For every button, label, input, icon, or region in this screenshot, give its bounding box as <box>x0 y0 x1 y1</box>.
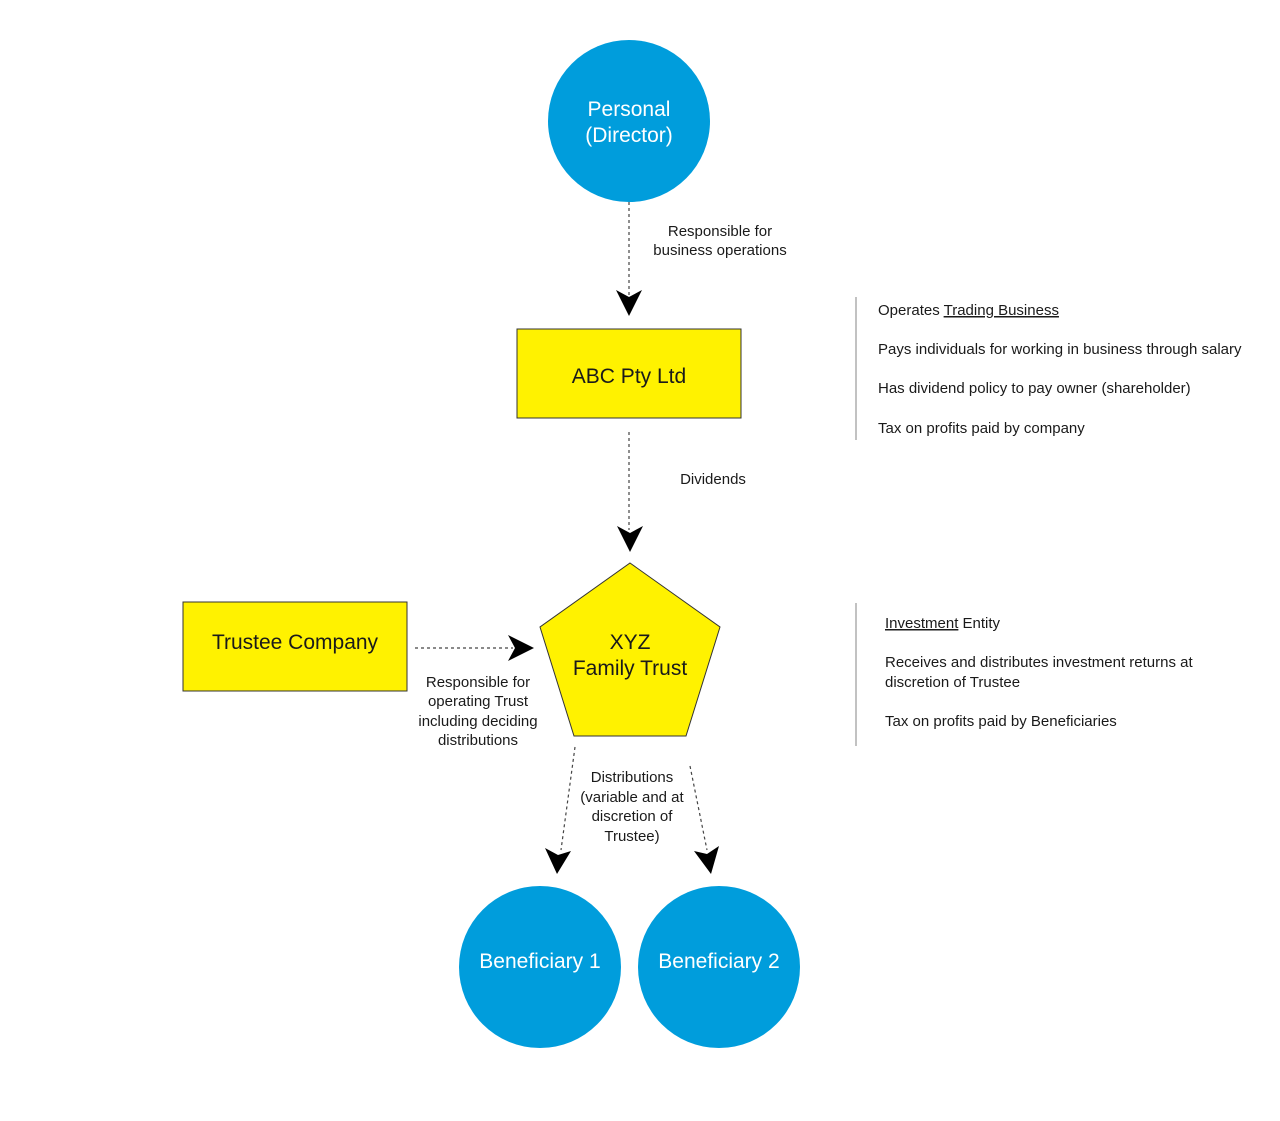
edge-trustee-to-trust-arrowhead <box>508 635 534 661</box>
edge-trustee-to-trust-label-line1: Responsible for <box>426 674 530 691</box>
trustee-box <box>182 601 408 692</box>
edge-trust-to-beneficiary2-arrowhead <box>694 846 719 874</box>
company-notes: Operates Trading Business Pays individua… <box>855 297 1242 440</box>
company-note-1-underlined: Trading Business <box>944 302 1059 319</box>
trust-pentagon <box>539 562 721 737</box>
trust-note-2-line2: discretion of Trustee <box>885 674 1020 691</box>
edge-abc-to-trust-label: Dividends <box>680 471 746 488</box>
edge-trust-to-beneficiaries-label-line1: Distributions <box>591 769 674 786</box>
edge-trust-to-beneficiaries-label-line3: discretion of <box>592 808 674 825</box>
edge-trust-to-beneficiary1-line <box>560 746 576 851</box>
trust-note-1-underlined: Investment <box>885 615 959 632</box>
edge-personal-to-abc: Responsible for business operations <box>616 202 787 316</box>
edge-personal-to-abc-label-line1: Responsible for <box>668 223 772 240</box>
company-note-2: Pays individuals for working in business… <box>878 341 1242 358</box>
trust-label-line2: Family Trust <box>573 657 688 680</box>
node-trust: XYZ Family Trust <box>539 562 721 737</box>
company-note-1: Operates Trading Business <box>878 302 1059 319</box>
edge-trustee-to-trust-label-line2: operating Trust <box>428 693 529 710</box>
trust-label-line1: XYZ <box>610 631 651 654</box>
edge-abc-to-trust-arrowhead <box>617 526 643 552</box>
node-trustee: Trustee Company <box>182 601 408 692</box>
edge-trustee-to-trust-label-line4: distributions <box>438 732 518 749</box>
trustee-label: Trustee Company <box>212 631 379 654</box>
beneficiary-2-circle <box>638 886 800 1048</box>
edge-personal-to-abc-arrowhead <box>616 290 642 316</box>
edge-trustee-to-trust-label-line3: including deciding <box>418 713 537 730</box>
trust-note-2-line1: Receives and distributes investment retu… <box>885 654 1193 671</box>
edge-trust-to-beneficiaries-label-line4: Trustee) <box>604 828 659 845</box>
beneficiary-2-label: Beneficiary 2 <box>658 950 779 973</box>
company-note-4: Tax on profits paid by company <box>878 420 1085 437</box>
edge-trustee-to-trust: Responsible for operating Trust includin… <box>415 635 538 749</box>
personal-label-line2: (Director) <box>585 124 673 147</box>
trust-notes: Investment Entity Receives and distribut… <box>855 603 1193 746</box>
company-note-1-prefix: Operates <box>878 302 944 319</box>
trust-note-3: Tax on profits paid by Beneficiaries <box>885 713 1117 730</box>
edge-trust-to-beneficiary2-line <box>689 765 708 851</box>
personal-label-line1: Personal <box>588 98 671 121</box>
personal-circle <box>548 40 710 202</box>
node-abc: ABC Pty Ltd <box>516 328 742 419</box>
beneficiary-1-label: Beneficiary 1 <box>479 950 600 973</box>
edge-personal-to-abc-label-line2: business operations <box>653 242 786 259</box>
company-note-3: Has dividend policy to pay owner (shareh… <box>878 380 1191 397</box>
abc-box <box>516 328 742 419</box>
edge-abc-to-trust: Dividends <box>617 432 746 552</box>
edge-trust-to-beneficiary1-arrowhead <box>545 848 571 874</box>
abc-label: ABC Pty Ltd <box>572 365 686 388</box>
trust-note-1: Investment Entity <box>885 615 1001 632</box>
trust-note-1-suffix: Entity <box>958 615 1000 632</box>
edge-trust-to-beneficiaries-label-line2: (variable and at <box>580 789 684 806</box>
beneficiary-1-circle <box>459 886 621 1048</box>
node-beneficiary-2: Beneficiary 2 <box>638 886 800 1048</box>
node-beneficiary-1: Beneficiary 1 <box>459 886 621 1048</box>
node-personal: Personal (Director) <box>548 40 710 202</box>
edge-trust-to-beneficiaries: Distributions (variable and at discretio… <box>545 746 719 874</box>
